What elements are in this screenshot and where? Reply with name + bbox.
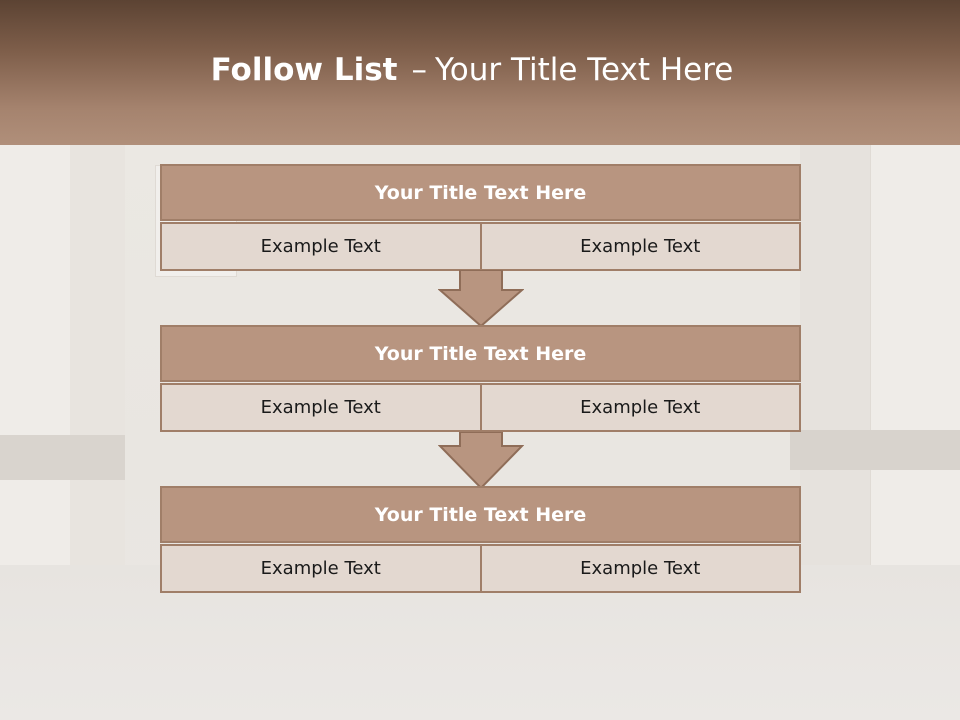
title-banner: Follow List–Your Title Text Here	[0, 0, 960, 145]
down-arrow-icon	[438, 432, 524, 490]
block-3-left-cell: Example Text	[160, 544, 482, 593]
block-1-left-cell: Example Text	[160, 222, 482, 271]
background-rail-left	[0, 435, 125, 480]
block-1-right-cell: Example Text	[481, 222, 801, 271]
list-block-1: Your Title Text Here Example Text Exampl…	[160, 164, 801, 271]
block-1-row: Example Text Example Text	[160, 222, 801, 271]
block-2-right-cell: Example Text	[481, 383, 801, 432]
slide-title-dash: –	[411, 52, 427, 88]
block-2-title: Your Title Text Here	[160, 325, 801, 382]
block-2-left-cell: Example Text	[160, 383, 482, 432]
block-3-right-cell: Example Text	[481, 544, 801, 593]
slide-title-bold: Follow List	[210, 52, 398, 88]
slide-title-rest: Your Title Text Here	[434, 52, 734, 88]
background-rail-right	[790, 430, 960, 470]
down-arrow-icon	[438, 270, 524, 328]
list-block-2: Your Title Text Here Example Text Exampl…	[160, 325, 801, 432]
slide-title: Follow List–Your Title Text Here	[0, 52, 944, 88]
block-3-row: Example Text Example Text	[160, 544, 801, 593]
block-3-title: Your Title Text Here	[160, 486, 801, 543]
block-2-row: Example Text Example Text	[160, 383, 801, 432]
block-1-title: Your Title Text Here	[160, 164, 801, 221]
list-block-3: Your Title Text Here Example Text Exampl…	[160, 486, 801, 593]
